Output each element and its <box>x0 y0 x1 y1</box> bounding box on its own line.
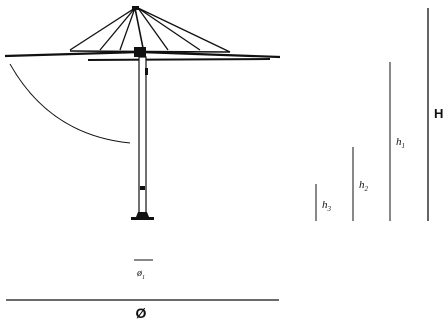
height-2-label: h2 <box>359 179 369 193</box>
strut <box>137 7 169 51</box>
canopy-rib-left <box>4 50 141 58</box>
strut <box>69 7 136 51</box>
canopy-rib-inner <box>69 50 231 53</box>
strut <box>137 7 231 53</box>
pole-knob <box>145 68 148 75</box>
height-total-label: H <box>434 106 443 121</box>
strut <box>119 7 136 51</box>
pole-tube <box>138 56 147 216</box>
base-diameter-dimension: ø1 <box>134 259 153 281</box>
strut <box>137 7 201 51</box>
strut <box>99 7 136 51</box>
umbrella-pole <box>131 56 154 220</box>
height-dimensions: h3 h2 h1 H <box>315 8 443 221</box>
umbrella-canopy-frame <box>4 6 281 61</box>
diameter-dimension: Ø <box>6 299 279 321</box>
height-3-label: h3 <box>322 199 332 213</box>
canopy-rib-lower <box>87 58 271 61</box>
strut <box>134 7 144 49</box>
canopy-rib-right <box>139 50 281 59</box>
pole-lock <box>140 186 145 190</box>
canopy-hub <box>134 47 146 57</box>
tilt-arc <box>9 63 131 144</box>
base-diameter-label: ø1 <box>136 268 145 281</box>
height-1-label: h1 <box>396 136 405 150</box>
base-plate <box>131 212 154 220</box>
apex-cap <box>132 6 139 10</box>
diameter-label: Ø <box>136 305 147 321</box>
